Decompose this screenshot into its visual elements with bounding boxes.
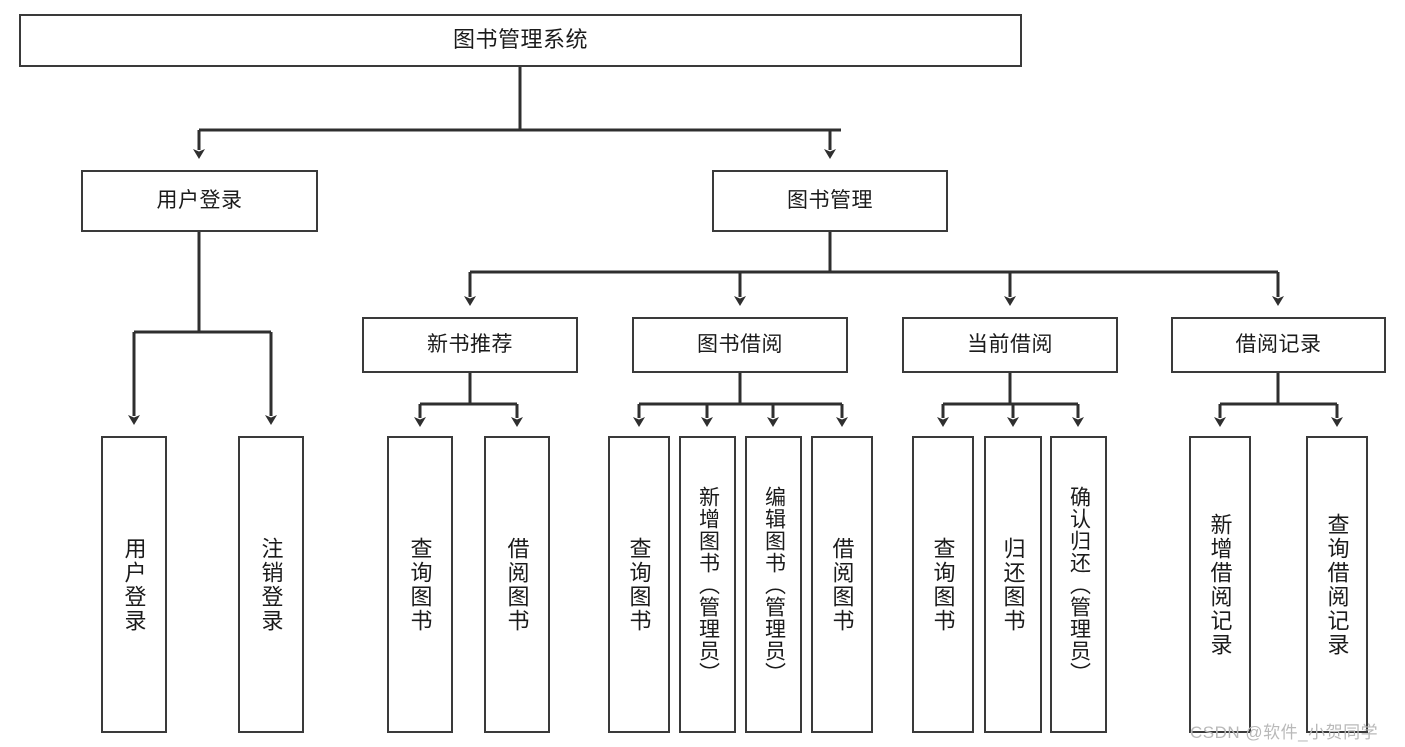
- leaf-query-book-label: 查询图书: [626, 536, 652, 633]
- csdn-watermark: CSDN @软件_小贺同学: [1190, 723, 1379, 742]
- node-book-manage-label: 图书管理: [787, 189, 873, 213]
- leaf-confirm-return-admin[interactable]: 确认归还（管理员）: [1050, 436, 1107, 733]
- leaf-query-borrow-record[interactable]: 查询借阅记录: [1306, 436, 1368, 733]
- leaf-add-borrow-record[interactable]: 新增借阅记录: [1189, 436, 1251, 733]
- leaf-borrow-book-rec[interactable]: 借阅图书: [484, 436, 550, 733]
- leaf-confirm-return-admin-label: 确认归还（管理员）: [1067, 485, 1091, 684]
- node-book-borrow[interactable]: 图书借阅: [632, 317, 848, 373]
- node-root-label: 图书管理系统: [452, 27, 588, 53]
- leaf-logout[interactable]: 注销登录: [238, 436, 304, 733]
- leaf-add-book-admin-label: 新增图书（管理员）: [696, 485, 720, 684]
- leaf-query-book[interactable]: 查询图书: [608, 436, 670, 733]
- node-user-login-label: 用户登录: [156, 189, 243, 213]
- leaf-borrow-book-label: 借阅图书: [829, 536, 855, 633]
- leaf-add-book-admin[interactable]: 新增图书（管理员）: [679, 436, 736, 733]
- leaf-user-login-label: 用户登录: [121, 536, 147, 633]
- leaf-borrow-book[interactable]: 借阅图书: [811, 436, 873, 733]
- leaf-borrow-book-rec-label: 借阅图书: [504, 536, 530, 633]
- leaf-return-book-label: 归还图书: [1000, 536, 1026, 633]
- node-current-borrow-label: 当前借阅: [967, 333, 1053, 357]
- node-root[interactable]: 图书管理系统: [19, 14, 1022, 67]
- leaf-query-book-rec[interactable]: 查询图书: [387, 436, 453, 733]
- node-book-borrow-label: 图书借阅: [697, 333, 783, 357]
- leaf-edit-book-admin[interactable]: 编辑图书（管理员）: [745, 436, 802, 733]
- node-borrow-record-label: 借阅记录: [1235, 333, 1322, 357]
- node-book-manage[interactable]: 图书管理: [712, 170, 948, 232]
- leaf-query-book-rec-label: 查询图书: [407, 536, 433, 633]
- node-user-login[interactable]: 用户登录: [81, 170, 318, 232]
- leaf-edit-book-admin-label: 编辑图书（管理员）: [762, 485, 786, 684]
- node-borrow-record[interactable]: 借阅记录: [1171, 317, 1386, 373]
- leaf-user-login[interactable]: 用户登录: [101, 436, 167, 733]
- node-new-book-recommend[interactable]: 新书推荐: [362, 317, 578, 373]
- leaf-add-borrow-record-label: 新增借阅记录: [1207, 512, 1233, 657]
- leaf-return-book[interactable]: 归还图书: [984, 436, 1042, 733]
- node-new-book-recommend-label: 新书推荐: [427, 333, 513, 357]
- leaf-query-borrow-record-label: 查询借阅记录: [1324, 512, 1350, 657]
- node-current-borrow[interactable]: 当前借阅: [902, 317, 1118, 373]
- leaf-logout-label: 注销登录: [258, 536, 284, 633]
- leaf-query-book-current-label: 查询图书: [930, 536, 956, 633]
- leaf-query-book-current[interactable]: 查询图书: [912, 436, 974, 733]
